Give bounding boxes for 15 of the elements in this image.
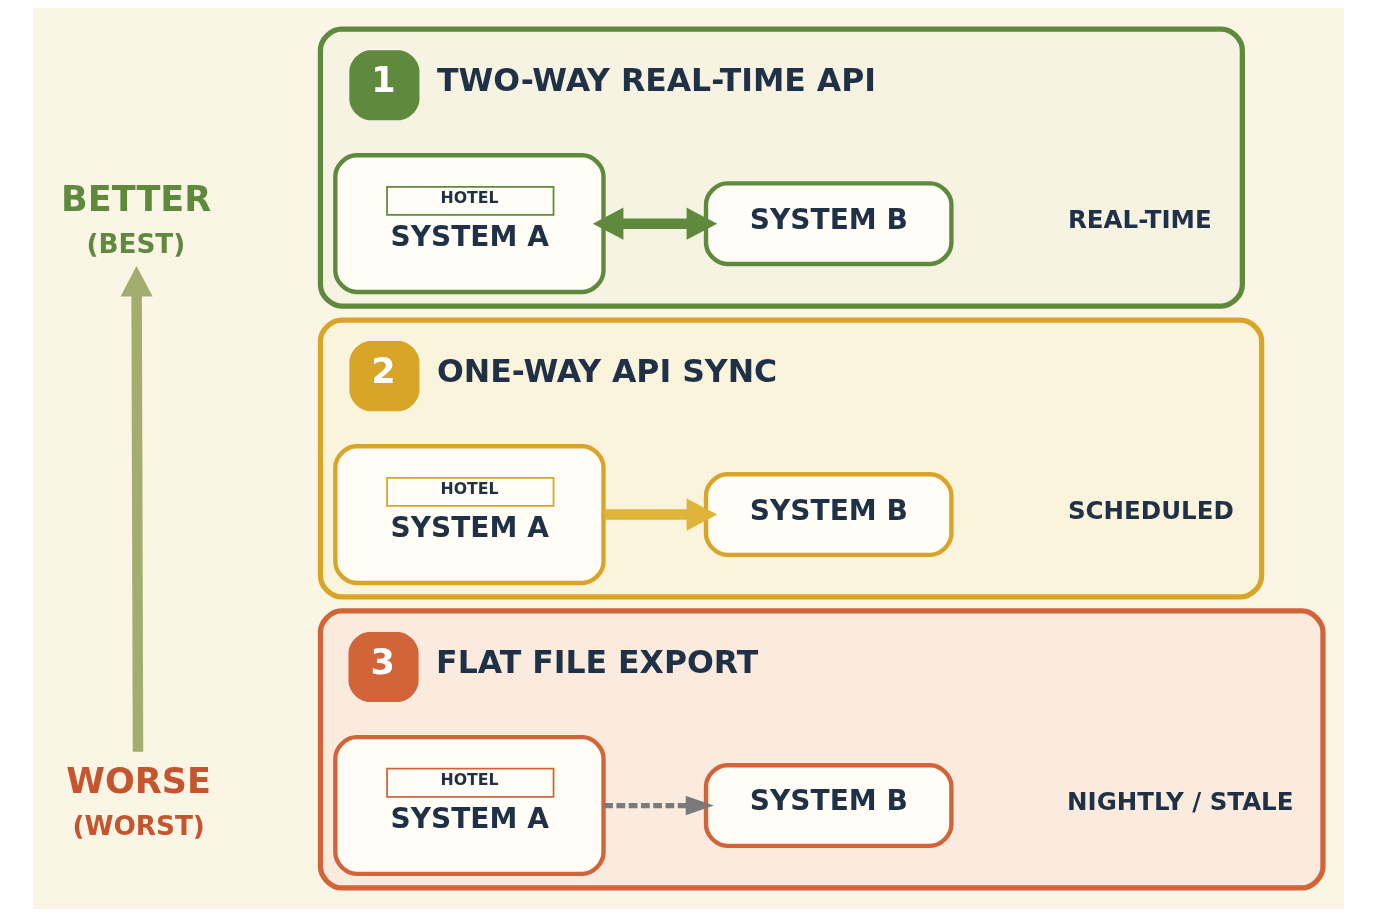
arrow	[603, 795, 714, 816]
node-text: BETTER (BEST)	[60, 178, 211, 260]
arrow	[603, 498, 717, 531]
node-box: HOTEL SYSTEM A	[332, 735, 606, 877]
node-box: SYSTEM B	[703, 763, 954, 849]
node-box: SYSTEM B	[703, 181, 954, 267]
node-box: SYSTEM B	[703, 472, 954, 558]
node-box: HOTEL SYSTEM A	[332, 444, 606, 586]
label: SCHEDULED	[1067, 496, 1234, 526]
label: NIGHTLY / STALE	[1066, 787, 1293, 817]
arrow	[120, 265, 153, 752]
arrow	[592, 207, 717, 240]
label: REAL-TIME	[1067, 205, 1212, 235]
node-text: WORSE (WORST)	[65, 760, 211, 842]
node-box: HOTEL SYSTEM A	[332, 153, 606, 295]
